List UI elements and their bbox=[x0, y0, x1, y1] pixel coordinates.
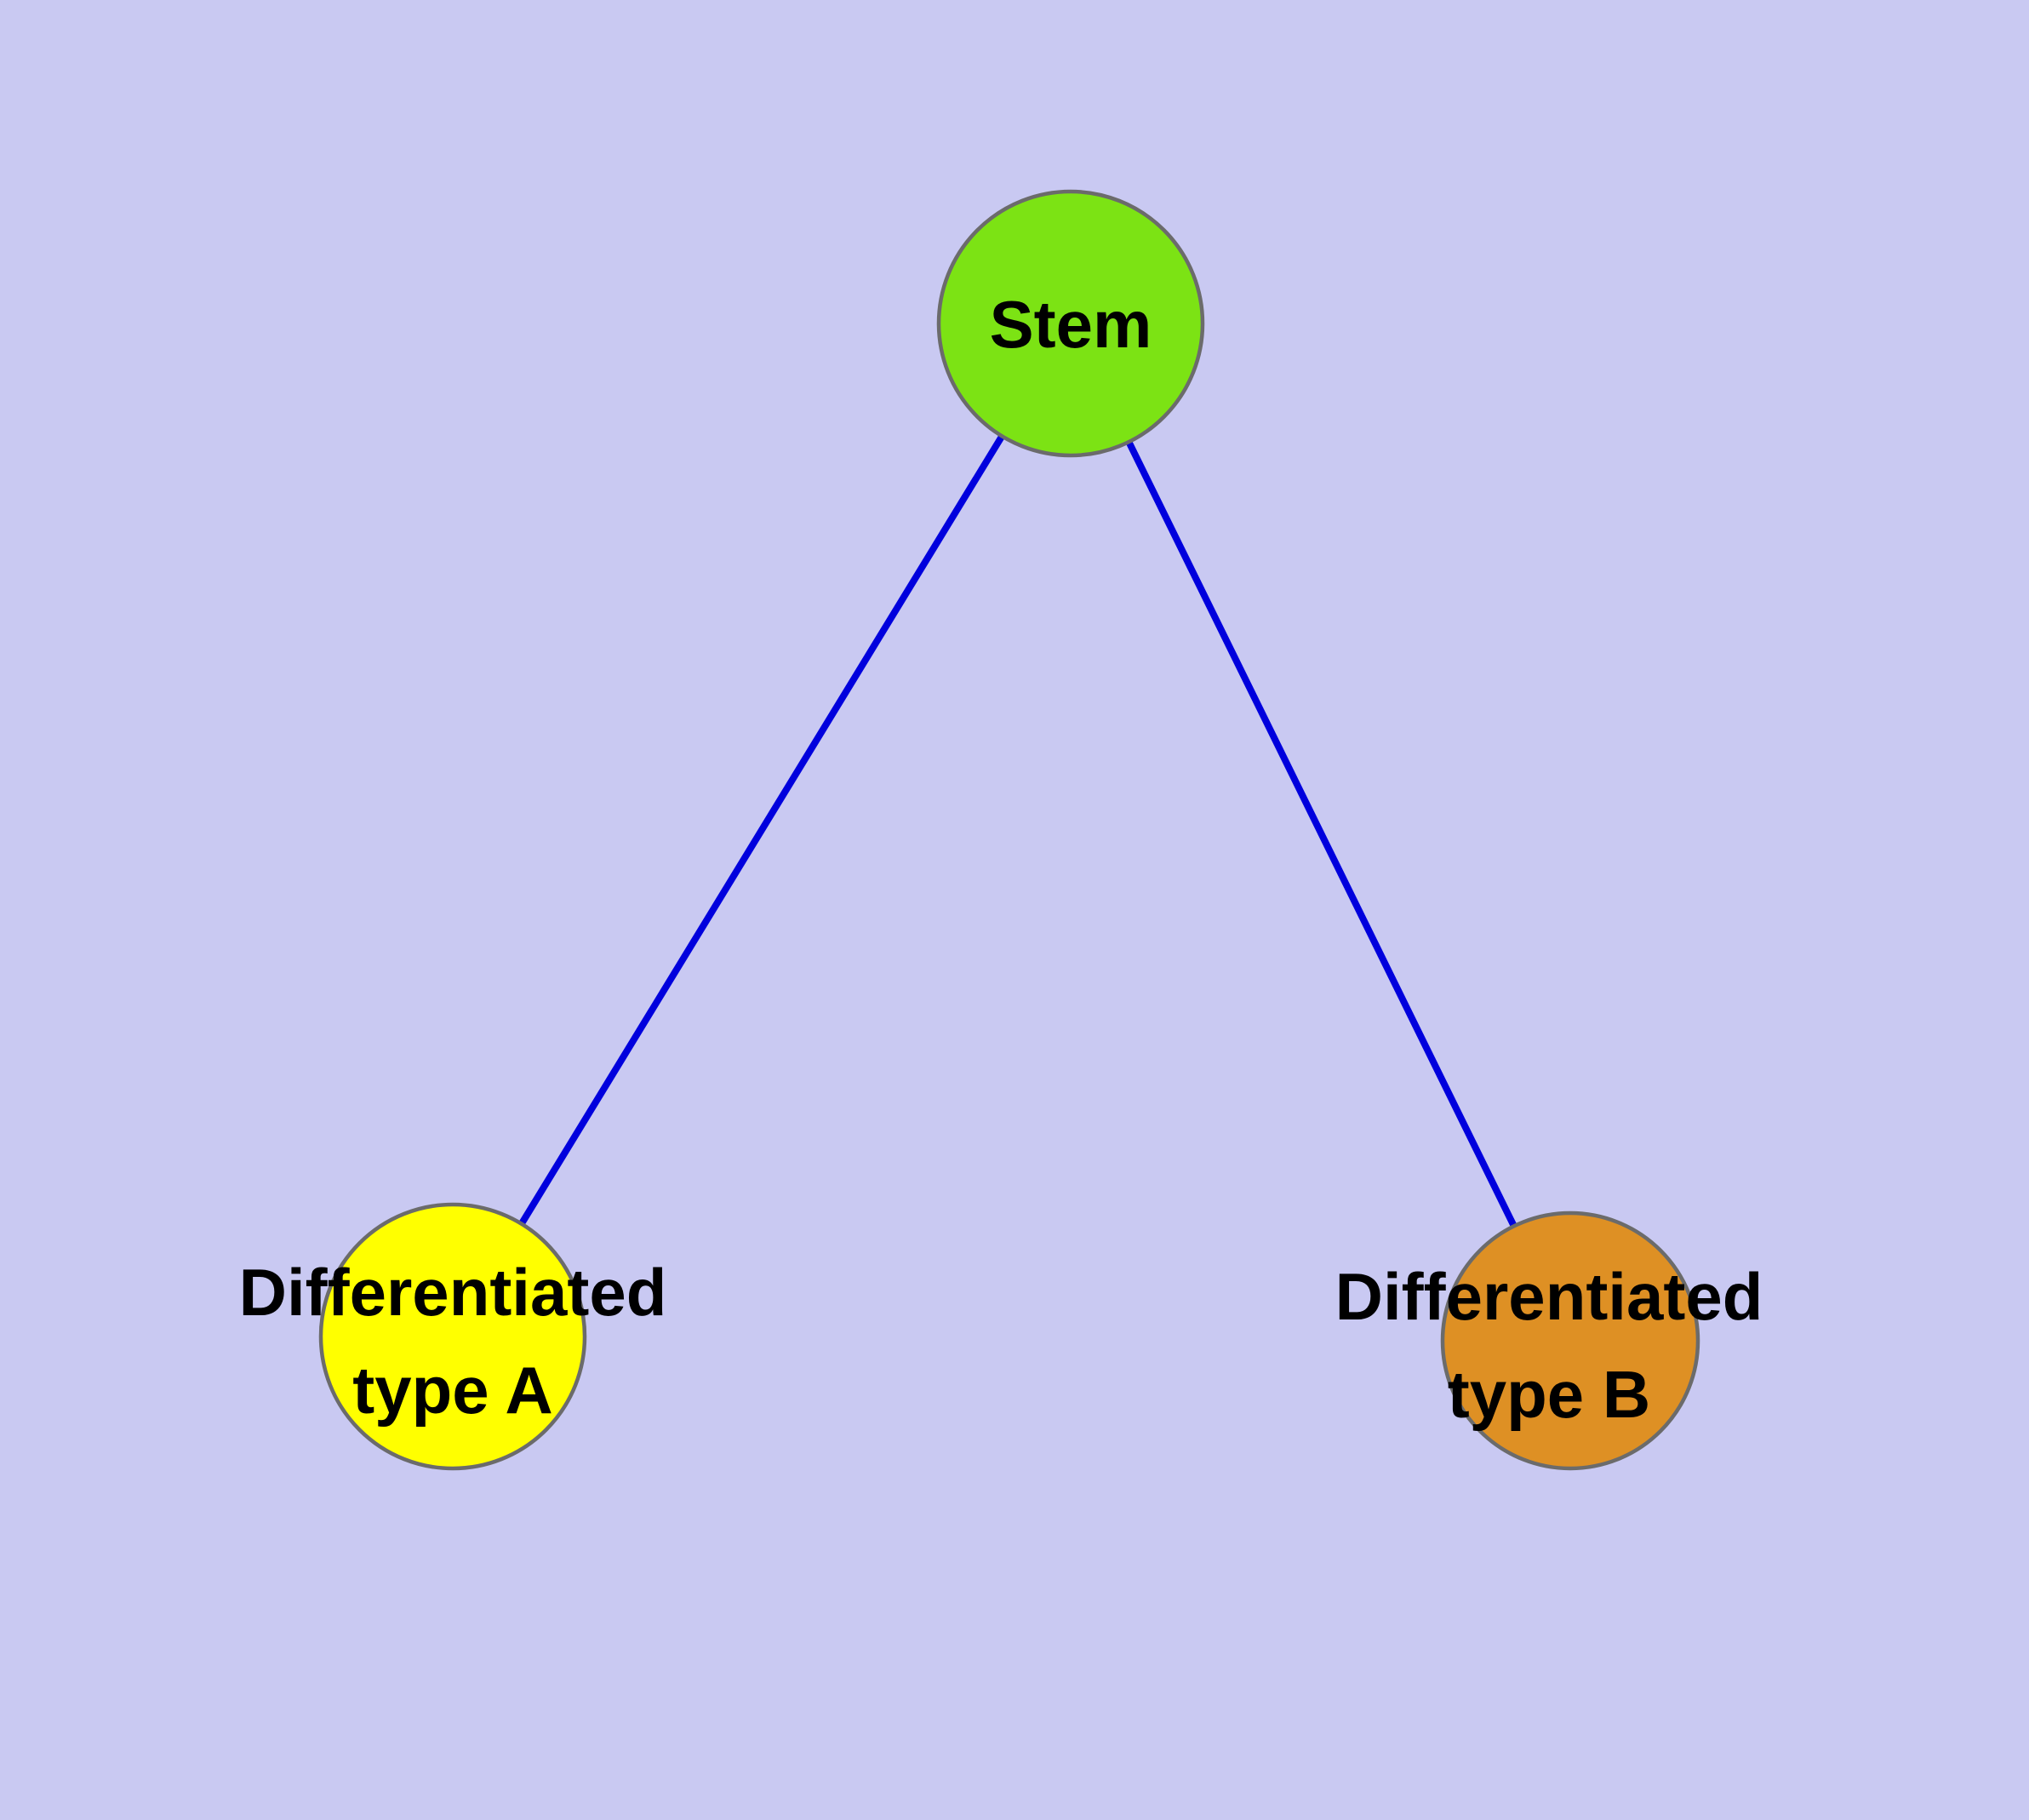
node-type-b-circle bbox=[1440, 1210, 1700, 1471]
node-stem-label: Stem bbox=[990, 287, 1152, 362]
node-type-a-label-line2: type A bbox=[352, 1353, 553, 1428]
node-type-b-label-line2: type B bbox=[1448, 1357, 1650, 1432]
node-type-a-label-line1: Differentiated bbox=[239, 1255, 667, 1330]
edge-stem-to-type-a bbox=[449, 321, 1074, 1339]
edge-stem-to-type-b bbox=[1067, 322, 1574, 1342]
node-stem-circle bbox=[936, 189, 1205, 458]
node-type-a-circle bbox=[318, 1202, 587, 1471]
node-type-b-label-line1: Differentiated bbox=[1335, 1259, 1763, 1334]
